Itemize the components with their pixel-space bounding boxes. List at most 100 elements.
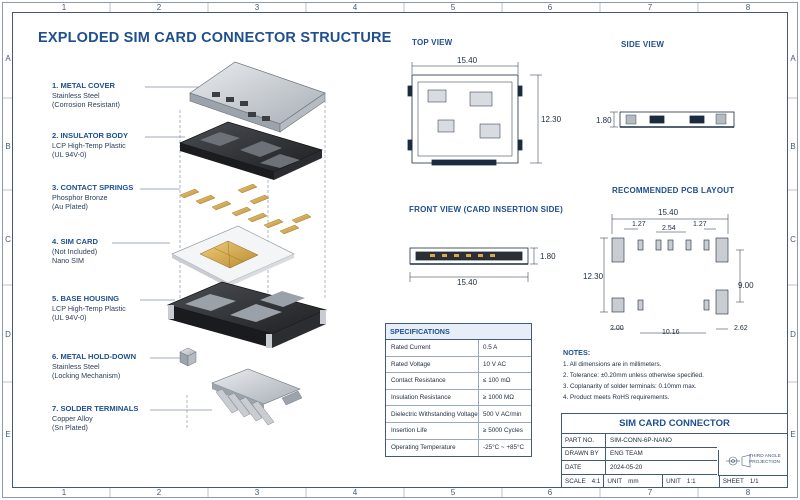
title-block-value: SIM-CONN-6P-NANO xyxy=(610,436,672,444)
zone-col-4-bottom: 4 xyxy=(352,488,358,497)
pcb-center-dim: 10.16 xyxy=(662,329,680,336)
title-block-key: DATE xyxy=(562,461,606,474)
callout-line: (Sn Plated) xyxy=(52,423,88,432)
notes-header: NOTES: xyxy=(563,348,591,357)
note-item: 4. Product meets RoHS requirements. xyxy=(563,394,670,401)
side-view-drawing xyxy=(619,111,735,128)
table-row: Contact Resistance≤ 100 mΩ xyxy=(386,373,531,390)
top-view-title: TOP VIEW xyxy=(412,38,453,47)
callout-sim-card: 4. SIM CARD (Not Included) Nano SIM xyxy=(52,237,98,266)
spec-key: Insertion Life xyxy=(386,422,479,439)
callout-title: 6. METAL HOLD-DOWN xyxy=(52,352,137,361)
spec-value: ≥ 1000 MΩ xyxy=(483,394,514,402)
spec-key: Rated Voltage xyxy=(386,356,479,373)
note-item: 1. All dimensions are in millimeters. xyxy=(563,361,662,368)
title-block-key: PART NO. xyxy=(562,434,606,447)
callout-line: (UL 94V-0) xyxy=(52,313,87,322)
insulator-body-part xyxy=(178,121,323,180)
scale-value: 4:1 xyxy=(589,475,605,487)
title-block-row: PART NO. SIM-CONN-6P-NANO xyxy=(562,434,717,448)
table-row: Rated Voltage 10 V AC xyxy=(386,356,531,374)
spec-value: ≤ 100 mΩ xyxy=(483,377,511,385)
table-row: Insulation Resistance≥ 1000 MΩ xyxy=(386,389,531,407)
pcb-layout-title: RECOMMENDED PCB LAYOUT xyxy=(612,186,735,195)
zone-col-3-bottom: 3 xyxy=(254,488,260,497)
spec-value: ≥ 5000 Cycles xyxy=(483,427,523,435)
callout-title: 4. SIM CARD xyxy=(52,237,98,246)
side-view-height-dim: 1.80 xyxy=(596,116,612,125)
top-view-dims xyxy=(411,62,542,164)
projection-line: THIRD ANGLE xyxy=(749,454,781,459)
table-row: Rated Current 0.5 A xyxy=(386,340,531,357)
zone-col-3-top: 3 xyxy=(254,3,260,12)
zone-col-1-top: 1 xyxy=(61,3,67,12)
sim-card-part xyxy=(171,225,295,287)
callout-line: (Locking Mechanism) xyxy=(52,371,121,380)
unit-label: UNIT xyxy=(607,477,623,485)
solder-terminals-part xyxy=(211,368,303,426)
specifications-header: SPECIFICATIONS xyxy=(386,324,531,340)
callout-solder-terminals: 7. SOLDER TERMINALS Copper Alloy (Sn Pla… xyxy=(52,404,139,433)
zone-col-6-bottom: 6 xyxy=(547,488,553,497)
zone-col-1-bottom: 1 xyxy=(61,488,67,497)
sheet-value: 1/1 xyxy=(749,477,759,485)
metal-cover-part xyxy=(189,61,326,133)
callout-line: Stainless Steel xyxy=(52,90,100,100)
callout-line: Stainless Steel xyxy=(52,361,100,371)
title-block-key: DRAWN BY xyxy=(562,447,606,460)
pcb-width-dim: 15.40 xyxy=(658,208,679,217)
pcb-height-dim: 12.30 xyxy=(583,272,604,281)
pcb-layout-dims xyxy=(600,214,744,334)
zone-row-b-right: B xyxy=(790,142,796,151)
callout-contact-springs: 3. CONTACT SPRINGS Phosphor Bronze (Au P… xyxy=(52,183,133,212)
front-view-drawing xyxy=(409,247,529,265)
zone-row-d-left: D xyxy=(5,330,11,339)
pcb-layout-drawing xyxy=(611,237,729,315)
zone-row-c-right: C xyxy=(790,235,796,244)
pcb-pitch-right-dim: 1.27 xyxy=(693,221,707,228)
contact-springs-part xyxy=(179,183,312,235)
metal-hold-down-part xyxy=(179,347,197,367)
spec-value: -25°C ~ +85°C xyxy=(483,444,525,452)
base-housing-part xyxy=(166,281,328,348)
pcb-pitch-mid-dim: 2.54 xyxy=(662,225,676,232)
callout-line: LCP High-Temp Plastic xyxy=(52,140,126,150)
callout-line: LCP High-Temp Plastic xyxy=(52,303,126,313)
spec-value: 0.5 A xyxy=(483,344,498,352)
zone-row-c-left: C xyxy=(5,235,11,244)
zone-col-6-top: 6 xyxy=(547,3,553,12)
pcb-right-offset-dim: 2.62 xyxy=(734,325,748,332)
zone-row-a-left: A xyxy=(5,54,11,63)
callout-title: 3. CONTACT SPRINGS xyxy=(52,183,134,192)
specifications-table: SPECIFICATIONS Rated Current 0.5 A Rated … xyxy=(385,323,532,458)
zone-col-7-top: 7 xyxy=(647,3,653,12)
table-row: Insertion Life ≥ 5000 Cycles xyxy=(386,422,531,440)
zone-row-e-left: E xyxy=(5,430,11,439)
callout-title: 1. METAL COVER xyxy=(52,81,116,90)
sheet-label: SHEET xyxy=(722,477,744,485)
callout-base-housing: 5. BASE HOUSING LCP High-Temp Plastic (U… xyxy=(52,294,126,323)
zone-col-2-bottom: 2 xyxy=(156,488,162,497)
zone-row-b-left: B xyxy=(5,142,11,151)
zone-row-e-right: E xyxy=(790,430,796,439)
callout-line: Phosphor Bronze xyxy=(52,192,108,202)
title-block-value: 2024-05-20 xyxy=(610,463,643,471)
table-row: Operating Temperature-25°C ~ +85°C xyxy=(386,439,531,457)
spec-value: 10 V AC xyxy=(483,360,507,368)
notes-block: NOTES: 1. All dimensions are in millimet… xyxy=(563,347,704,403)
callout-line: (UL 94V-0) xyxy=(52,150,87,159)
spec-value: 500 V AC/min xyxy=(483,410,522,418)
callout-title: 5. BASE HOUSING xyxy=(52,294,120,303)
title-block-row: DATE 2024-05-20 xyxy=(562,461,717,475)
front-view-height-dim: 1.80 xyxy=(540,252,556,261)
callout-line: (Au Plated) xyxy=(52,202,88,211)
zone-col-5-bottom: 5 xyxy=(450,488,456,497)
title-block: SIM CARD CONNECTOR PART NO.SIM-CONN-6P-N… xyxy=(561,413,788,488)
zone-col-5-top: 5 xyxy=(450,3,456,12)
spec-key: Rated Current xyxy=(386,340,479,356)
callout-title: 7. SOLDER TERMINALS xyxy=(52,404,139,413)
front-view-width-dim: 15.40 xyxy=(457,278,478,287)
